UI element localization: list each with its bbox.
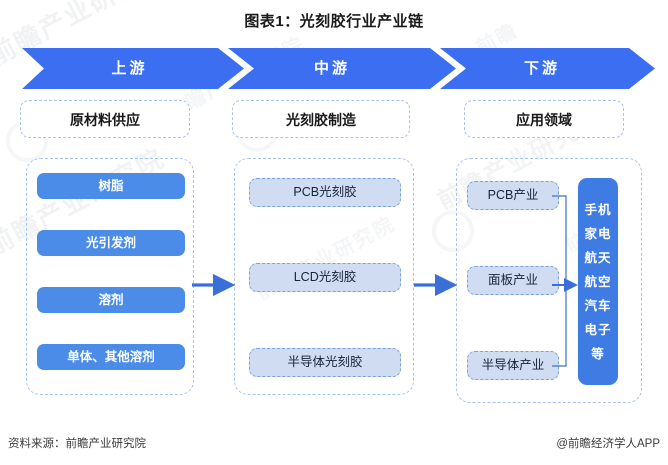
application-line: 汽车 [584, 298, 612, 313]
page-title: 图表1：光刻胶行业产业链 [244, 13, 424, 30]
application-line: 电子 [584, 322, 612, 337]
list-item[interactable]: 单体、其他溶剂 [37, 344, 185, 370]
list-item[interactable]: PCB产业 [467, 181, 559, 210]
list-item[interactable]: 面板产业 [467, 266, 559, 295]
column-header-downstream: 应用领域 [464, 100, 624, 138]
column-body-upstream: 树脂 光引发剂 溶剂 单体、其他溶剂 [26, 158, 194, 395]
column-upstream: 原材料供应 树脂 光引发剂 溶剂 单体、其他溶剂 [14, 100, 206, 395]
list-item[interactable]: 溶剂 [37, 287, 185, 313]
application-line: 航天 [584, 250, 612, 265]
column-header-midstream: 光刻胶制造 [232, 100, 410, 138]
column-downstream: 应用领域 PCB产业 面板产业 半导体产业 [450, 100, 642, 403]
list-item[interactable]: 半导体光刻胶 [249, 348, 401, 377]
application-fields-box: 手机 家电 航天 航空 汽车 电子 等 [578, 178, 618, 385]
list-item[interactable]: 半导体产业 [467, 351, 559, 380]
account-label: @前瞻经济学人APP [556, 438, 660, 450]
application-line: 航空 [584, 274, 612, 289]
list-item[interactable]: 树脂 [37, 173, 185, 199]
column-midstream: 光刻胶制造 PCB光刻胶 LCD光刻胶 半导体光刻胶 [228, 100, 420, 395]
application-line: 等 [591, 346, 605, 361]
source-note: 资料来源：前瞻产业研究院 [8, 438, 146, 450]
list-item[interactable]: PCB光刻胶 [249, 178, 401, 207]
application-line: 家电 [584, 226, 612, 241]
list-item[interactable]: 光引发剂 [37, 230, 185, 256]
column-body-midstream: PCB光刻胶 LCD光刻胶 半导体光刻胶 [234, 158, 414, 395]
value-chain-band: 上游 中游 下游 [22, 48, 655, 89]
application-line: 手机 [584, 202, 612, 217]
list-item[interactable]: LCD光刻胶 [249, 263, 401, 292]
column-header-upstream: 原材料供应 [20, 100, 190, 138]
